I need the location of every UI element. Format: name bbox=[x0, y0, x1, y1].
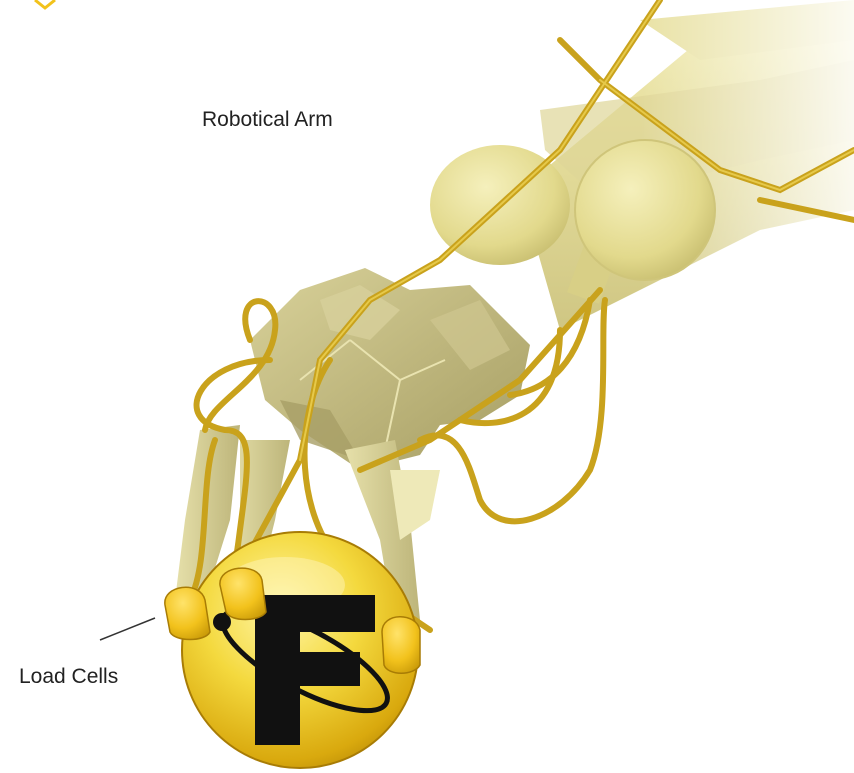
load-cell-2 bbox=[220, 568, 266, 619]
load-cells-label: Load Cells bbox=[19, 665, 118, 689]
robotical-arm-label: Robotical Arm bbox=[202, 108, 333, 132]
load-cell-1 bbox=[165, 587, 210, 639]
load-cell-3 bbox=[382, 617, 420, 674]
